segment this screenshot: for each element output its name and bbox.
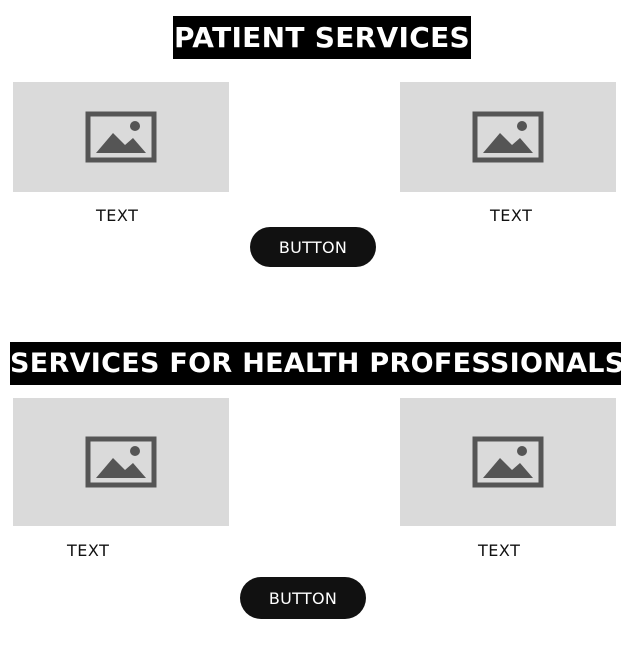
image-placeholder	[400, 82, 616, 192]
image-placeholder-icon	[472, 436, 544, 488]
patient-services-button[interactable]: BUTTON	[250, 227, 376, 267]
image-placeholder	[13, 82, 229, 192]
item-label: TEXT	[96, 206, 139, 225]
image-placeholder-icon	[85, 436, 157, 488]
image-placeholder	[13, 398, 229, 526]
section-title-patient-services: PATIENT SERVICES	[173, 16, 471, 59]
item-label: TEXT	[67, 541, 110, 560]
image-placeholder	[400, 398, 616, 526]
image-placeholder-icon	[472, 111, 544, 163]
image-placeholder-icon	[85, 111, 157, 163]
section-title-health-professionals: SERVICES FOR HEALTH PROFESSIONALS	[10, 342, 624, 385]
item-label: TEXT	[490, 206, 533, 225]
health-professionals-button[interactable]: BUTTON	[240, 577, 366, 619]
item-label: TEXT	[478, 541, 521, 560]
